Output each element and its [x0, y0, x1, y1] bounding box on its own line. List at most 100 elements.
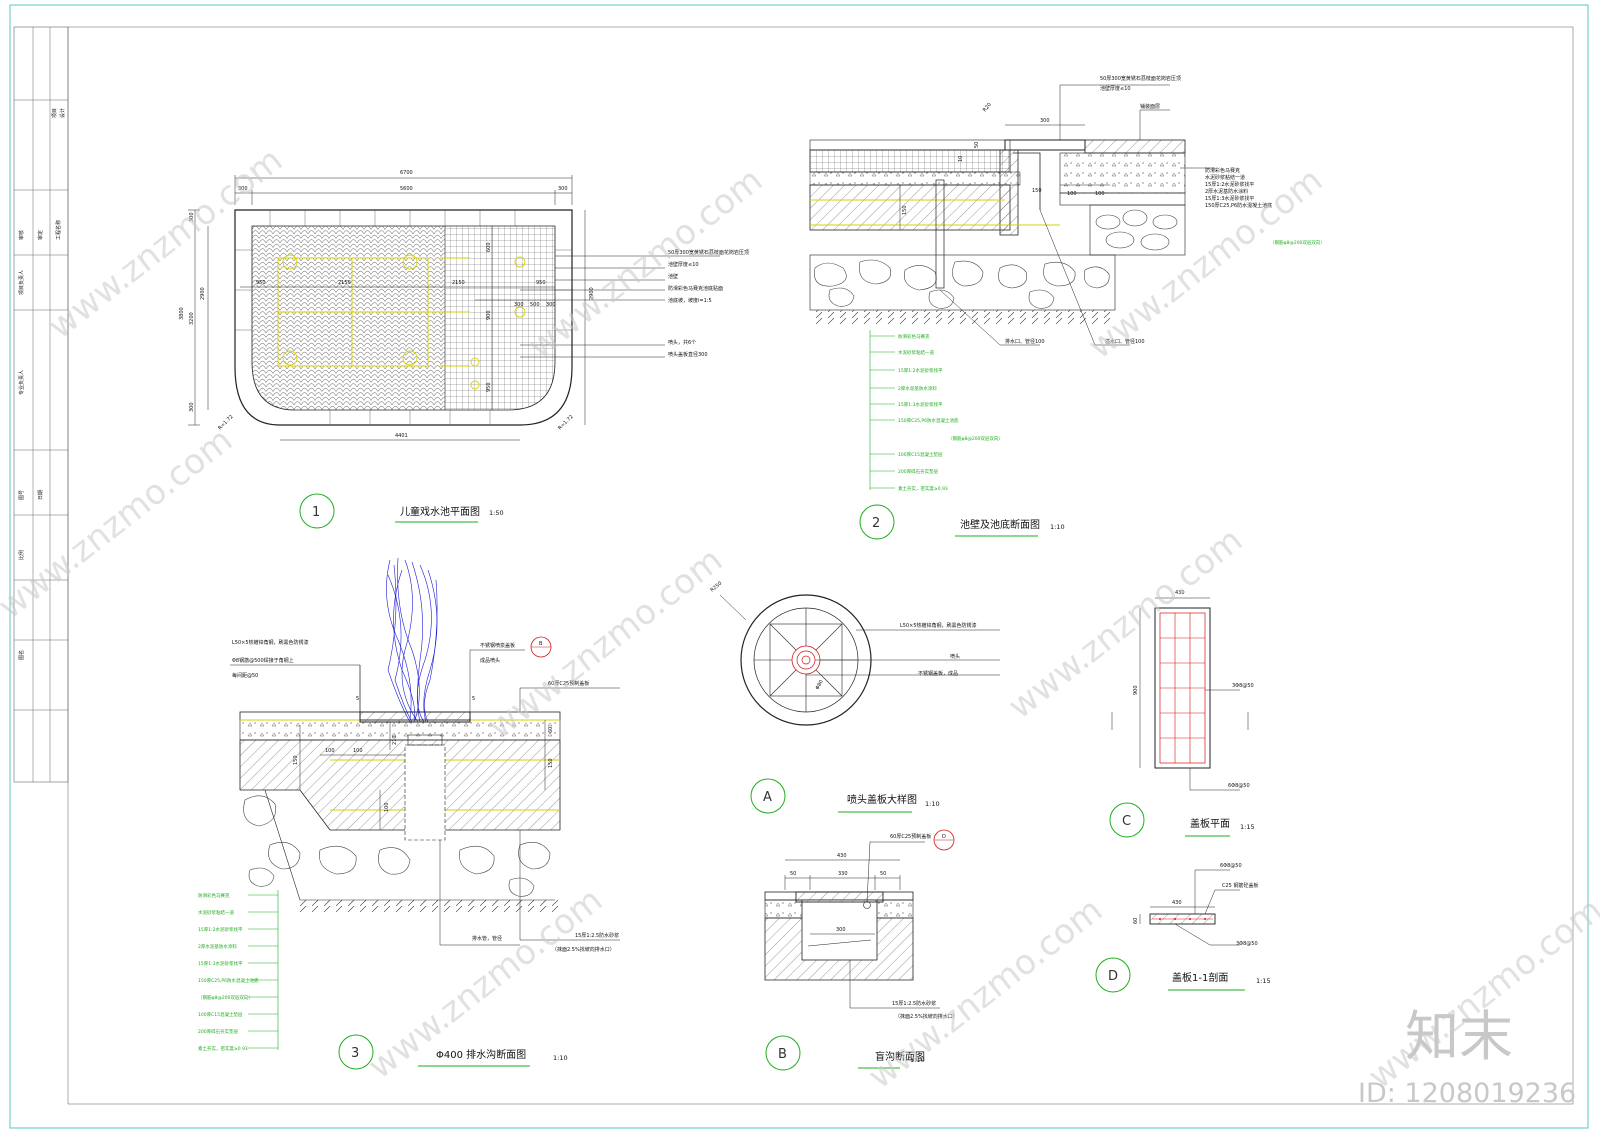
dim-seg3: 2150	[452, 280, 465, 286]
sec3-plaster: 15厚1:2.5防水砂浆	[575, 932, 619, 939]
sec2-d150: 150	[902, 205, 908, 215]
detail-c-number: C	[1122, 814, 1131, 829]
dim-r600: 600	[486, 242, 492, 252]
sec3-top-note-2: Φ8钢筋@500焊接于角钢上	[232, 657, 294, 664]
watermark-text-4: www.znzmo.com	[0, 420, 240, 627]
dim-h-mid: 3200	[189, 312, 195, 325]
detail-d-width: 430	[1172, 900, 1182, 906]
plan-note-6: 喷头，共6个	[668, 339, 696, 346]
sec2-top-note-4: 防滑彩色马赛克	[1205, 167, 1240, 174]
tb-specialty: 专业负责人	[18, 370, 25, 395]
dim-right-h: 2900	[589, 287, 595, 300]
tb-review: 审核	[18, 230, 25, 240]
sec3-top-note-6: 60厚C25预制盖板	[548, 680, 589, 687]
detail-b-d330: 330	[838, 871, 848, 877]
plan-note-3: 池壁	[668, 273, 678, 280]
detail-d-note-2: C25 钢筋砼盖板	[1222, 882, 1258, 889]
detail-d-note-1: 6Φ8@50	[1220, 863, 1242, 869]
sec2-r20: R20	[982, 102, 993, 113]
sec2-bot-note-4: 2厚水泥基防水涂料	[898, 385, 937, 392]
sec2-top-note-1: 50厚300宽黄锈石荔枝面花岗岩压顶	[1100, 75, 1181, 82]
detail-a-title: 喷头盖板大样图	[847, 793, 917, 806]
sec3-bot-note-2: 水泥砂浆粘结一道	[198, 909, 234, 916]
watermark-logo: 知末	[1405, 1005, 1513, 1068]
detail-c-height: 900	[1133, 685, 1139, 695]
detail-a-number: A	[763, 790, 772, 805]
sec3-bot-note-5: 15厚1:3水泥砂浆找平	[198, 960, 243, 967]
view-1-number: 1	[312, 505, 320, 520]
sec3-top-note-5: 成品喷头	[480, 657, 500, 664]
view-3-number: 3	[351, 1046, 359, 1061]
tb-scale: 比例	[18, 550, 25, 560]
sec2-top-note-3: 铺装面层	[1140, 103, 1160, 110]
sec3-plaster2: （抹面2.5%找坡向排水口）	[552, 946, 615, 953]
dim-bottom: 4401	[395, 433, 408, 439]
sec3-top-note-3: 每间距@50	[232, 672, 258, 679]
view-1-title: 儿童戏水池平面图	[400, 505, 480, 518]
sec3-bot-note-6: 150厚C25,P6防水混凝土池底	[198, 977, 259, 984]
detail-b: 430 50 330 50 300 60厚C25预制盖板 D 15厚1:2.5防…	[764, 829, 958, 1071]
tb-project-name: 工程名称	[55, 220, 62, 240]
sec3-d100b: 100	[353, 748, 363, 754]
dim-r900: 900	[486, 310, 492, 320]
detail-d-title: 盖板1-1剖面	[1172, 971, 1228, 984]
detail-d-number: D	[1108, 969, 1118, 984]
detail-d: 430 60 6Φ8@50 C25 钢筋砼盖板 3Φ8@50 D 盖板1-1剖面…	[1095, 863, 1271, 993]
sec2-bot-note-9: 200厚碎石夯实垫层	[898, 468, 939, 475]
view-3-scale: 1:10	[553, 1054, 568, 1062]
plan-note-4: 防滑彩色马赛克池底贴面	[668, 285, 723, 292]
detail-b-title: 盲沟断面图	[875, 1050, 925, 1063]
view-1-scale: 1:50	[489, 509, 504, 517]
detail-a-diameter: Φ80	[815, 679, 825, 691]
detail-b-d300: 300	[836, 927, 846, 933]
sec2-bot-note-7: （钢筋φ8@200双层双向）	[948, 435, 1003, 442]
plan-note-2: 池壁厚度≤10	[668, 261, 699, 268]
sec2-d50: 50	[974, 142, 980, 148]
sec2-green-note: （钢筋φ8@200双层双向）	[1270, 239, 1325, 246]
detail-a-scale: 1:10	[925, 800, 940, 808]
detail-c-note-2: 6Φ8@50	[1228, 783, 1250, 789]
sec2-d100a: 100	[1067, 191, 1077, 197]
dim-inner: 5600	[400, 186, 413, 192]
detail-b-note-2: 15厚1:2.5防水砂浆	[892, 1000, 936, 1007]
dim-edge-left: 300	[238, 186, 248, 192]
sec2-d10: 10	[958, 156, 964, 162]
dim-r-right: R=1.72	[557, 414, 575, 432]
dim-edge-right: 300	[558, 186, 568, 192]
dim-overall: 6700	[400, 170, 413, 176]
detail-b-note-1: 60厚C25预制盖板	[890, 833, 931, 840]
detail-a: R250 Φ80 L50×5热镀锌角钢，刷黑色防锈漆 喷头 不锈钢盖板，成品 A…	[709, 581, 1000, 814]
sec2-bot-note-1: 防滑彩色马赛克	[898, 333, 930, 340]
detail-c-scale: 1:15	[1240, 823, 1255, 831]
sec2-top-note-7: 2厚水泥基防水涂料	[1205, 188, 1248, 195]
sec2-top-note-8: 15厚1:3水泥砂浆找平	[1205, 195, 1254, 202]
sec2-d300: 300	[1040, 118, 1050, 124]
plan-note-5: 池底坡，坡度i=1:5	[668, 297, 712, 304]
detail-a-note-2: 喷头	[950, 653, 960, 660]
sec3-d5b: 5	[472, 696, 475, 702]
detail-b-number: B	[778, 1047, 787, 1062]
tb-design: 设计	[59, 108, 66, 118]
sec3-bot-note-10: 素土夯实，密实度≥0.93	[198, 1045, 248, 1052]
detail-c: 430 900 3Φ8@50 6Φ8@50 C 盖板平面 1:15	[1109, 590, 1255, 838]
sec2-bot-note-8: 100厚C15混凝土垫层	[898, 451, 943, 458]
detail-b-note-3: （抹面2.5%找坡向排水口）	[895, 1013, 958, 1020]
sec3-d150: 150	[548, 758, 554, 768]
sec3-d210: 210	[392, 735, 398, 745]
detail-c-note-1: 3Φ8@50	[1232, 683, 1254, 689]
sec2-bot-note-2: 水泥砂浆粘结一道	[898, 349, 934, 356]
sec2-top-note-6: 15厚1:2水泥砂浆找平	[1205, 181, 1254, 188]
sec2-d100b: 100	[1095, 191, 1105, 197]
detail-c-title: 盖板平面	[1190, 817, 1230, 830]
sec3-d60: 60	[548, 727, 554, 733]
title-block: 项目 设计 审核 审定 工程名称 项目负责人 专业负责人 图号 日期 比例 图名	[13, 26, 69, 783]
watermark-id: ID: 1208019236	[1358, 1078, 1576, 1109]
sec3-d150b: 150	[293, 755, 299, 765]
dim-r300a: 300	[514, 302, 524, 308]
detail-d-scale: 1:15	[1256, 977, 1271, 985]
sec3-bot-note-4: 2厚水泥基防水涂料	[198, 943, 237, 950]
detail-b-d50b: 50	[880, 871, 886, 877]
sec3-d5a: 5	[356, 696, 359, 702]
sec3-bot-note-9: 200厚碎石夯实垫层	[198, 1028, 239, 1035]
